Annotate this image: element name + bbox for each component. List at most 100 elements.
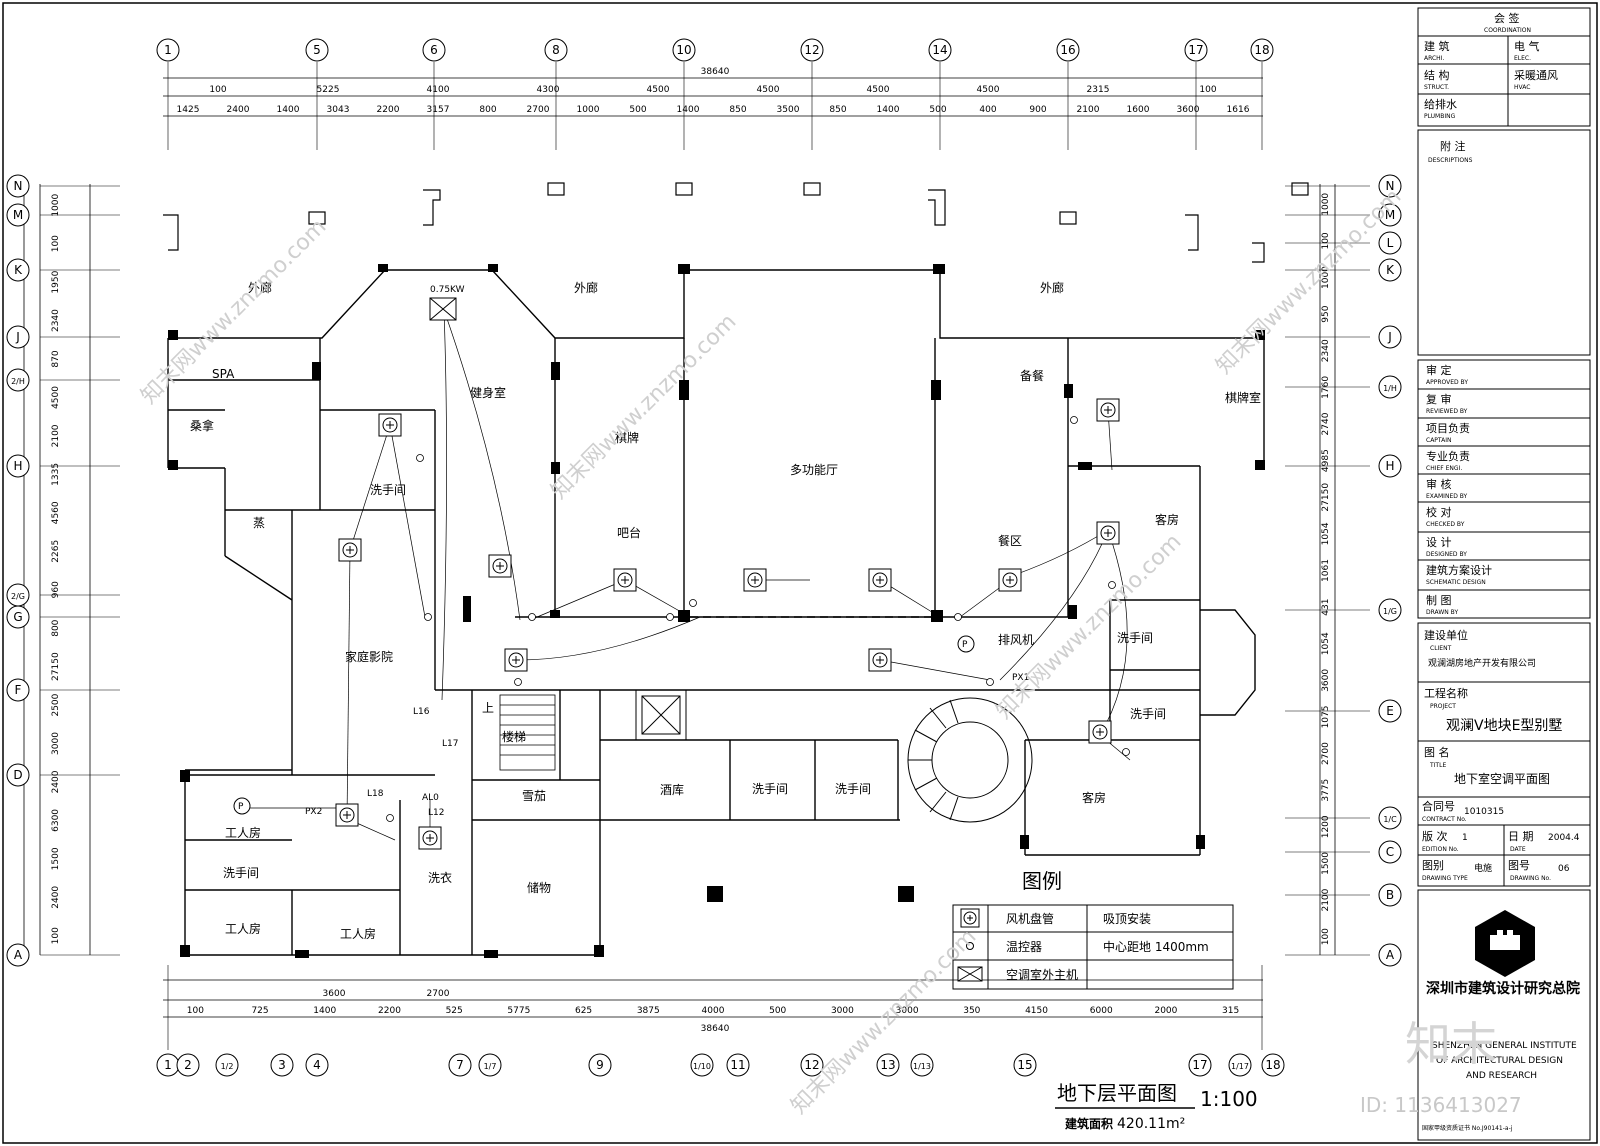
svg-text:4: 4 — [313, 1058, 321, 1072]
dim-right-18: 1500 — [1321, 852, 1331, 875]
axis-left-6: 2/G — [6, 583, 30, 607]
axis-left-5: H — [6, 454, 30, 478]
dim-left-4: 870 — [51, 350, 61, 367]
dim-bottom-2-8: 4000 — [702, 1006, 725, 1016]
tag-al0: AL0 — [422, 793, 439, 803]
dim-left-12: 27150 — [51, 652, 61, 681]
dim-bottom-2-16: 315 — [1222, 1006, 1239, 1016]
room-worker-1: 工人房 — [225, 825, 261, 840]
room-worker-2: 工人房 — [225, 921, 261, 936]
dim-top-1-4: 4500 — [647, 85, 670, 95]
axis-right-12: A — [1378, 943, 1402, 967]
dim-right-6: 2740 — [1321, 412, 1331, 435]
legend-row-1-name: 风机盘管 — [1006, 911, 1054, 926]
svg-text:17: 17 — [1192, 1058, 1207, 1072]
axis-top-7: 16 — [1056, 38, 1080, 62]
dim-right-8: 27150 — [1321, 483, 1331, 512]
tag-l17: L17 — [442, 739, 458, 749]
svg-text:2/G: 2/G — [11, 592, 25, 601]
tb-role-en-7: SCHEMATIC DESIGN — [1426, 579, 1486, 586]
tb-contract-en: CONTRACT No. — [1422, 816, 1467, 823]
tb-role-en-4: EXAMINED BY — [1426, 493, 1468, 500]
axis-top-4: 10 — [672, 38, 696, 62]
svg-text:2/H: 2/H — [11, 377, 25, 386]
room-up: 上 — [482, 701, 494, 715]
axis-top-0: 1 — [156, 38, 180, 62]
dim-right-4: 2340 — [1321, 339, 1331, 362]
axis-left-8: F — [6, 678, 30, 702]
tb-cosign-archi-en: ARCHI. — [1424, 55, 1444, 62]
svg-text:14: 14 — [932, 43, 947, 57]
axis-bottom-12: 1/13 — [910, 1053, 934, 1077]
dim-top-2-18: 2100 — [1077, 105, 1100, 115]
tb-date: 2004.4 — [1548, 833, 1580, 843]
dim-bottom-2-6: 625 — [575, 1006, 592, 1016]
tb-edition-en: EDITION No. — [1422, 846, 1459, 853]
dim-right-19: 2100 — [1321, 888, 1331, 911]
axis-left-10: A — [6, 943, 30, 967]
outdoor-unit — [429, 297, 457, 321]
dim-right-5: 1760 — [1321, 376, 1331, 399]
tb-cosign-archi: 建 筑 — [1424, 39, 1450, 53]
dim-right-2: 1000 — [1321, 266, 1331, 289]
tb-edition-label: 版 次 — [1422, 829, 1448, 843]
legend-title: 图例 — [1022, 869, 1062, 893]
room-stairs: 楼梯 — [502, 729, 526, 744]
room-dining: 餐区 — [998, 533, 1022, 548]
tb-role-en-3: CHIEF ENGI. — [1426, 465, 1462, 472]
axis-left-0: N — [6, 174, 30, 198]
svg-text:1/2: 1/2 — [221, 1062, 234, 1071]
axis-right-4: J — [1378, 325, 1402, 349]
room-storage: 储物 — [527, 880, 551, 895]
tb-role-en-1: REVIEWED BY — [1426, 408, 1468, 415]
exterior-pillars — [163, 182, 1309, 263]
svg-text:C: C — [1386, 845, 1394, 859]
tb-project-label: 工程名称 — [1424, 686, 1468, 700]
axis-bottom-10: 12 — [800, 1053, 824, 1077]
room-sauna: 桑拿 — [190, 418, 214, 433]
tb-cosign-plumbing: 给排水 — [1424, 97, 1457, 111]
tb-role-7: 建筑方案设计 — [1426, 563, 1492, 577]
axis-right-9: 1/C — [1378, 806, 1402, 830]
dim-top-2-2: 1400 — [277, 105, 300, 115]
fan-coil-units — [335, 398, 1120, 850]
dim-left-19: 100 — [51, 927, 61, 944]
axis-bottom-2: 1/2 — [215, 1053, 239, 1077]
dim-bottom-2-1: 725 — [251, 1006, 268, 1016]
axis-bottom-11: 13 — [876, 1053, 900, 1077]
dim-left-16: 6300 — [51, 809, 61, 832]
legend-row-2-note: 中心距地 1400mm — [1103, 939, 1209, 954]
svg-text:13: 13 — [880, 1058, 895, 1072]
dim-top-1-6: 4500 — [867, 85, 890, 95]
legend-row-2-name: 温控器 — [1006, 940, 1042, 954]
tb-institute-en-1: SHENZHEN GENERAL INSTITUTE — [1432, 1041, 1577, 1051]
dim-bottom-1-0: 3600 — [323, 989, 346, 999]
tb-edition: 1 — [1462, 833, 1468, 843]
room-steam: 蒸 — [253, 516, 265, 530]
dim-top-2-1: 2400 — [227, 105, 250, 115]
dim-left-17: 1500 — [51, 847, 61, 870]
room-fan: 排风机 — [998, 633, 1034, 647]
dim-bottom-2-13: 4150 — [1025, 1006, 1048, 1016]
dim-left-11: 800 — [51, 619, 61, 636]
tag-l16: L16 — [413, 707, 430, 717]
svg-text:K: K — [1386, 263, 1395, 277]
axis-bottom-16: 18 — [1261, 1053, 1285, 1077]
tag-px1: PX1 — [1012, 673, 1029, 683]
tb-number-label: 图号 — [1508, 859, 1530, 872]
axis-bottom-0: 1 — [156, 1053, 180, 1077]
dim-left-7: 1335 — [51, 463, 61, 486]
dim-top-2-12: 3500 — [777, 105, 800, 115]
axis-right-11: B — [1378, 883, 1402, 907]
axis-top-5: 12 — [800, 38, 824, 62]
dim-top-1-3: 4300 — [537, 85, 560, 95]
tb-role-5: 校 对 — [1426, 505, 1452, 519]
spiral-staircase — [907, 697, 1033, 823]
dim-bottom-2-3: 2200 — [378, 1006, 401, 1016]
dim-left-0: 1000 — [51, 193, 61, 216]
svg-text:6: 6 — [430, 43, 438, 57]
legend-row-1-note: 吸顶安装 — [1103, 911, 1151, 926]
